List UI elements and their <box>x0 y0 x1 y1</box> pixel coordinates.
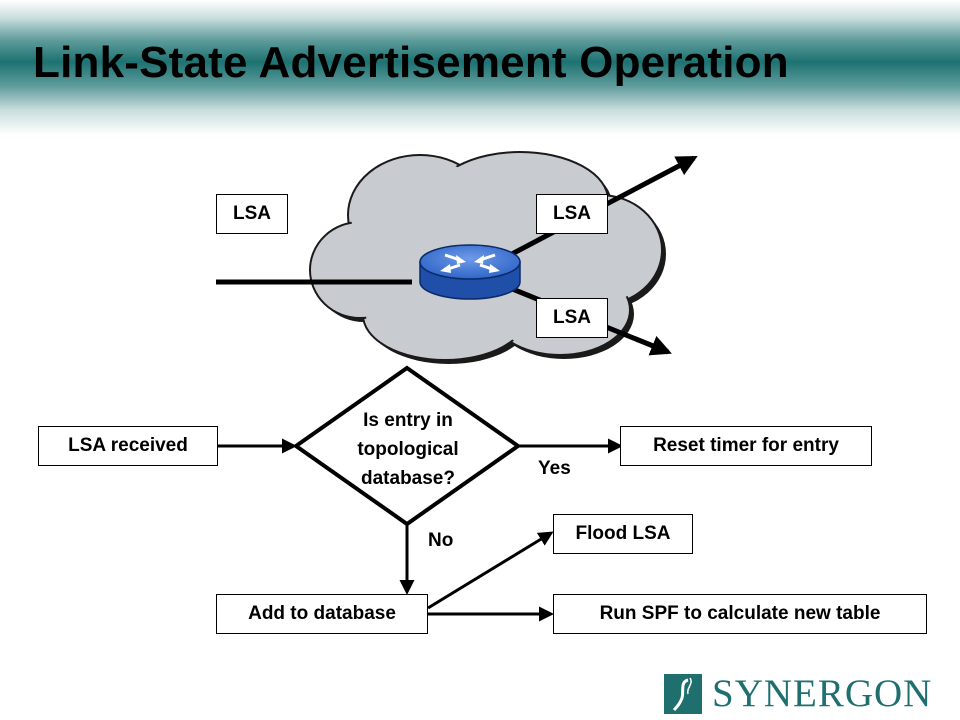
decision-line-2: topological <box>357 439 459 460</box>
reset-timer-box: Reset timer for entry <box>620 426 872 466</box>
no-label: No <box>428 530 454 551</box>
decision-line-3: database? <box>361 468 455 489</box>
lsa-received-box: LSA received <box>38 426 218 466</box>
decision-text: Is entry in topological database? <box>318 406 498 493</box>
page-title: Link-State Advertisement Operation <box>33 38 789 87</box>
flood-arrow <box>427 531 554 610</box>
decision-line-1: Is entry in <box>363 410 453 431</box>
synergon-logo-text: SYNERGON <box>712 672 933 715</box>
lsa-in-box: LSA <box>216 194 288 234</box>
synergon-logo: SYNERGON <box>664 674 949 714</box>
yes-label: Yes <box>538 458 571 479</box>
flood-lsa-box: Flood LSA <box>553 514 693 554</box>
lsa-out-bottom-box: LSA <box>536 298 608 338</box>
lsa-out-top-box: LSA <box>536 194 608 234</box>
router-icon <box>419 244 521 300</box>
title-band <box>0 0 960 135</box>
add-to-database-box: Add to database <box>216 594 428 634</box>
synergon-logo-mark-icon <box>664 674 702 714</box>
run-spf-box: Run SPF to calculate new table <box>553 594 927 634</box>
